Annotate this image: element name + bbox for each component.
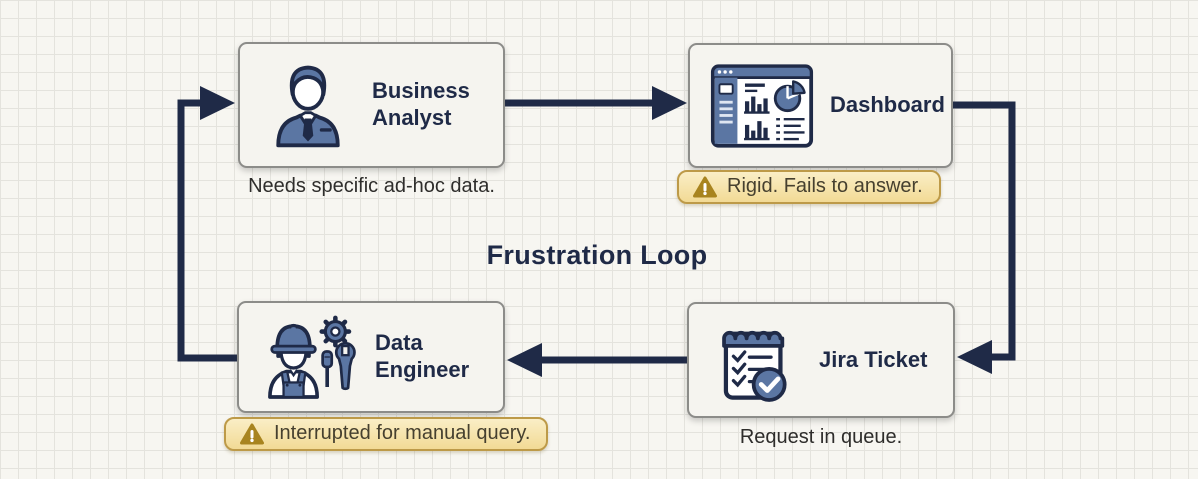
wrench: [334, 341, 356, 391]
node-jira-ticket: Jira Ticket: [687, 302, 955, 418]
edge-jira-ticket-to-data-engineer: [507, 343, 687, 377]
caption-jira-ticket: Request in queue.: [739, 426, 903, 448]
node-business-analyst: Business Analyst: [238, 42, 505, 168]
warning-badge-data-engineer: Interrupted for manual query.: [224, 417, 549, 451]
node-label-dashboard: Dashboard: [830, 92, 945, 118]
edge-data-engineer-to-business-analyst: [177, 86, 237, 362]
node-label-data-engineer: Data Engineer: [375, 330, 470, 382]
warning-text-data-engineer: Interrupted for manual query.: [274, 422, 531, 444]
node-dashboard: Dashboard: [688, 43, 953, 168]
edge-business-analyst-to-dashboard: [505, 86, 687, 120]
gear: [319, 315, 352, 348]
node-label-jira-ticket: Jira Ticket: [819, 346, 928, 372]
node-data-engineer: Data Engineer: [237, 301, 505, 413]
warning-text-dashboard: Rigid. Fails to answer.: [727, 175, 923, 197]
jira-ticket-icon: [709, 313, 803, 407]
dashboard-icon: [710, 62, 814, 150]
screwdriver: [321, 350, 334, 387]
caption-business-analyst: Needs specific ad-hoc data.: [248, 175, 495, 197]
edge-dashboard-to-jira-ticket: [953, 101, 1016, 374]
worker: [268, 323, 319, 399]
data-engineer-icon: [259, 311, 359, 403]
business-analyst-icon: [260, 57, 356, 153]
warning-icon: [693, 176, 717, 198]
warning-badge-dashboard: Rigid. Fails to answer.: [677, 170, 941, 204]
diagram-title: Frustration Loop: [486, 240, 708, 270]
warning-icon: [240, 423, 264, 445]
node-label-business-analyst: Business Analyst: [372, 78, 470, 130]
